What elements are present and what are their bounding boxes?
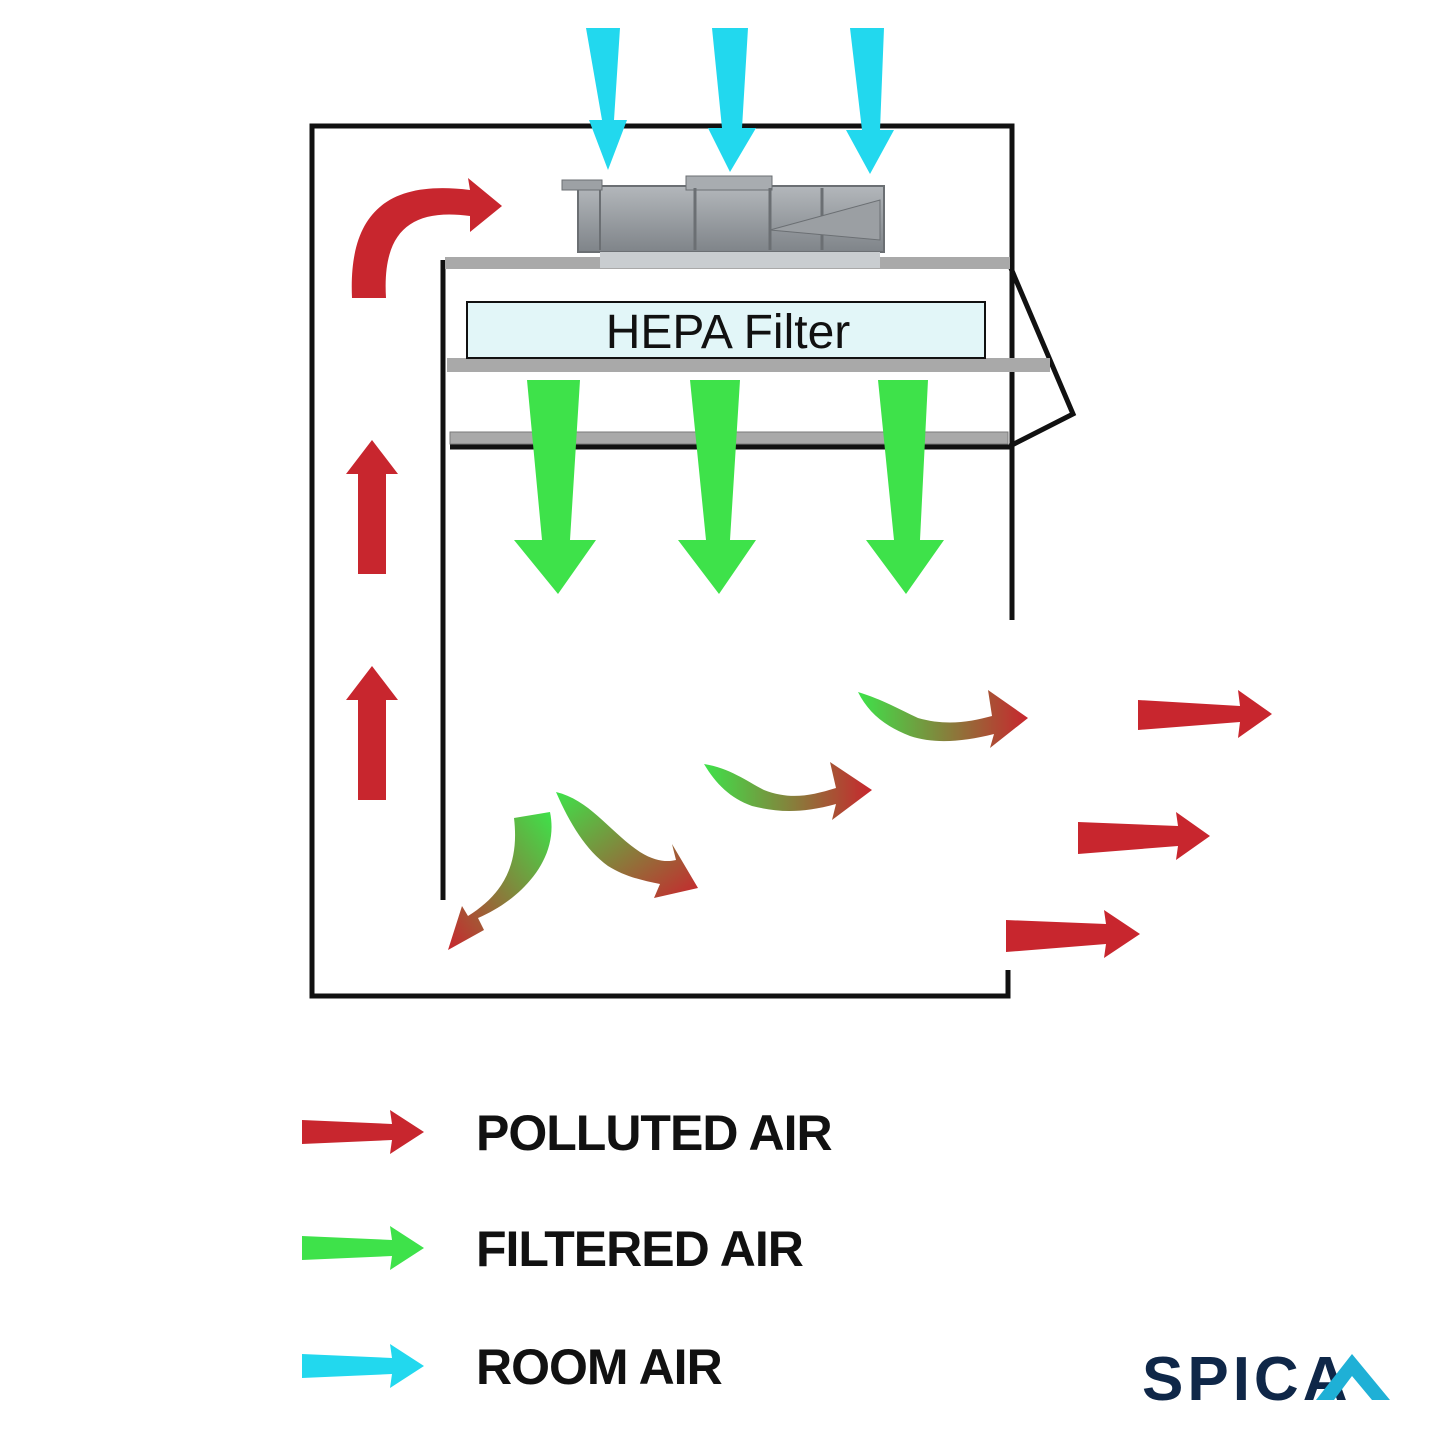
- duct-arrow-up-2: [346, 666, 398, 800]
- legend-icons: [302, 1110, 424, 1388]
- green-arrow-icon: [302, 1226, 424, 1270]
- logo-accent-triangle: [1316, 1354, 1390, 1400]
- room-air-arrow-2: [708, 28, 756, 172]
- filtered-air-arrows: [514, 380, 944, 594]
- legend-label-room-air: ROOM AIR: [476, 1339, 723, 1395]
- swirl-arrow-left-down: [448, 812, 552, 950]
- curved-polluted-arrow: [351, 178, 502, 298]
- exit-arrow-1: [1138, 690, 1272, 738]
- hepa-filter-label: HEPA Filter: [606, 306, 851, 359]
- filtered-air-arrow-2: [678, 380, 756, 594]
- red-arrow-icon: [302, 1110, 424, 1154]
- logo-wordmark: SPICA: [1142, 1345, 1351, 1414]
- legend-label-filtered-air: FILTERED AIR: [476, 1221, 804, 1277]
- cyan-arrow-icon: [302, 1344, 424, 1388]
- exit-arrow-3: [1006, 910, 1140, 958]
- legend-label-polluted-air: POLLUTED AIR: [476, 1105, 833, 1161]
- outer-wall: [309, 123, 1015, 999]
- filtered-air-arrow-3: [866, 380, 944, 594]
- duct-arrow-up-1: [346, 440, 398, 574]
- filter-bottom-panel: [447, 358, 1050, 372]
- front-hood: [1007, 265, 1077, 449]
- swirl-arrow-right-2: [704, 762, 872, 820]
- filtered-air-arrow-1: [514, 380, 596, 594]
- room-air-arrows: [586, 28, 894, 174]
- transition-arrows: [448, 690, 1028, 950]
- hepa-filter: HEPA Filter: [466, 301, 986, 359]
- duct-polluted-arrows: [346, 178, 502, 800]
- exit-polluted-arrows: [1006, 690, 1272, 958]
- swirl-arrow-right-3: [858, 690, 1028, 748]
- swirl-arrow-right-1: [556, 792, 698, 898]
- spica-logo: SPICA: [1142, 1345, 1390, 1414]
- blower-fan-icon: [561, 175, 885, 268]
- room-air-arrow-1: [586, 28, 627, 170]
- room-air-arrow-3: [846, 28, 894, 174]
- exit-arrow-2: [1078, 812, 1210, 860]
